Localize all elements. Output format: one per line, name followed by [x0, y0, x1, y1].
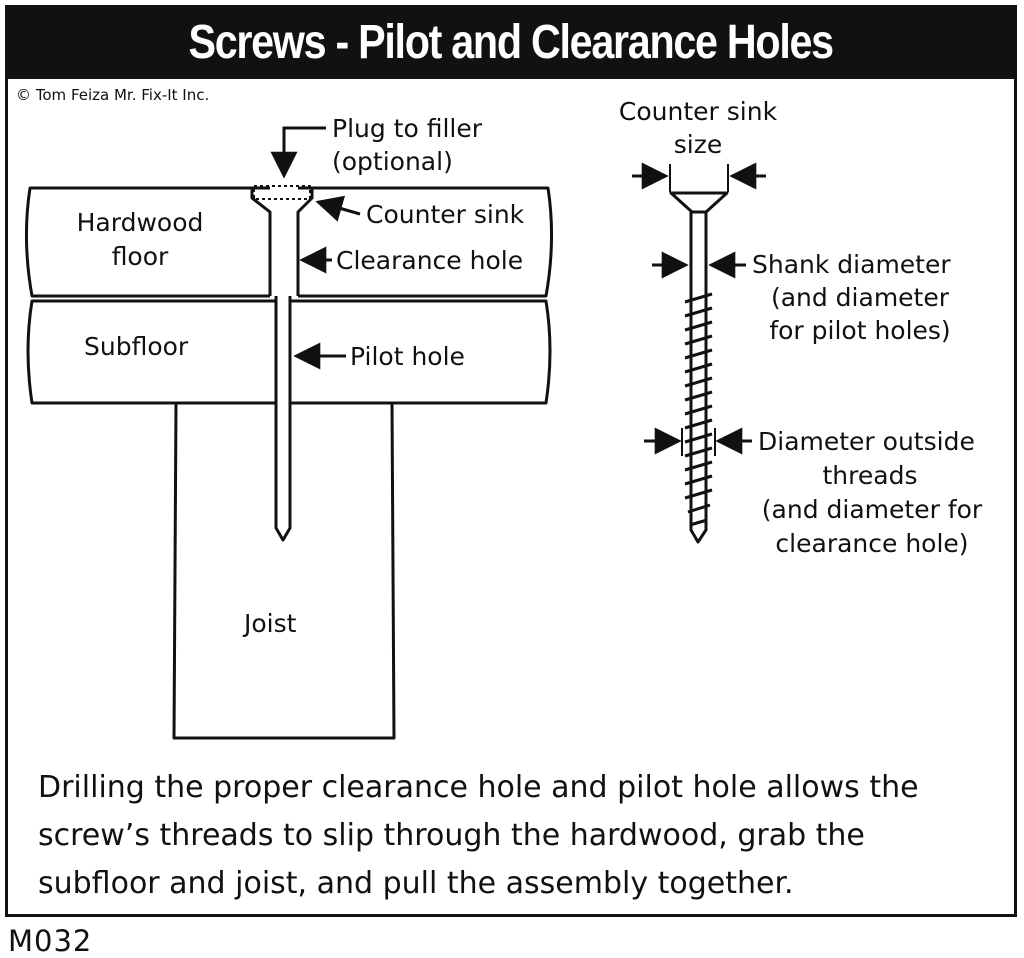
screw-head — [669, 191, 729, 214]
screw-threads — [684, 292, 713, 527]
cs-size-label-line2: size — [673, 130, 723, 159]
caption-line-3: subfloor and joist, and pull the assembl… — [38, 866, 794, 901]
screw-shank — [689, 212, 708, 544]
caption-line-2: screw’s threads to slip through the hard… — [38, 818, 865, 853]
thread-label-line4: clearance hole) — [775, 529, 969, 558]
plug-filler — [253, 185, 311, 200]
shank-label-line3: for pilot holes) — [769, 316, 951, 345]
thread-label-line3: (and diameter for — [761, 495, 983, 524]
plug-label-line1: Plug to filler — [332, 114, 483, 143]
plug-arrow — [270, 126, 326, 179]
clearance-hole-label: Clearance hole — [336, 246, 524, 275]
cs-size-label-line1: Counter sink — [618, 97, 778, 126]
counter-sink-label: Counter sink — [366, 200, 525, 229]
hardwood-floor-left — [24, 186, 270, 298]
subfloor-board — [26, 299, 276, 405]
hardwood-label-line2: floor — [111, 242, 169, 271]
caption: Drilling the proper clearance hole and p… — [38, 764, 998, 908]
shank-label-line2: (and diameter — [770, 283, 950, 312]
joist-label: Joist — [244, 609, 297, 638]
hardwood-floor-right — [298, 186, 554, 298]
copyright: © Tom Feiza Mr. Fix-It Inc. — [16, 86, 210, 104]
counter-sink-arrow — [315, 195, 361, 222]
pilot-hole-label: Pilot hole — [350, 342, 465, 371]
subfloor-label: Subfloor — [84, 332, 189, 361]
figure-code: M032 — [8, 924, 93, 958]
clearance-hole — [250, 188, 314, 296]
joist-board — [172, 402, 396, 740]
title-bar: Screws - Pilot and Clearance Holes — [5, 5, 1017, 79]
thread-label-line1: Diameter outside — [758, 427, 975, 456]
page-title: Screws - Pilot and Clearance Holes — [188, 15, 835, 69]
caption-line-1: Drilling the proper clearance hole and p… — [38, 770, 919, 805]
thread-label-line2: threads — [822, 461, 918, 490]
subfloor-board-right — [290, 299, 552, 405]
plug-label-line2: (optional) — [332, 147, 453, 176]
hardwood-label-line1: Hardwood — [76, 208, 204, 237]
shank-label-line1: Shank diameter — [752, 250, 951, 279]
pilot-hole — [274, 296, 292, 542]
